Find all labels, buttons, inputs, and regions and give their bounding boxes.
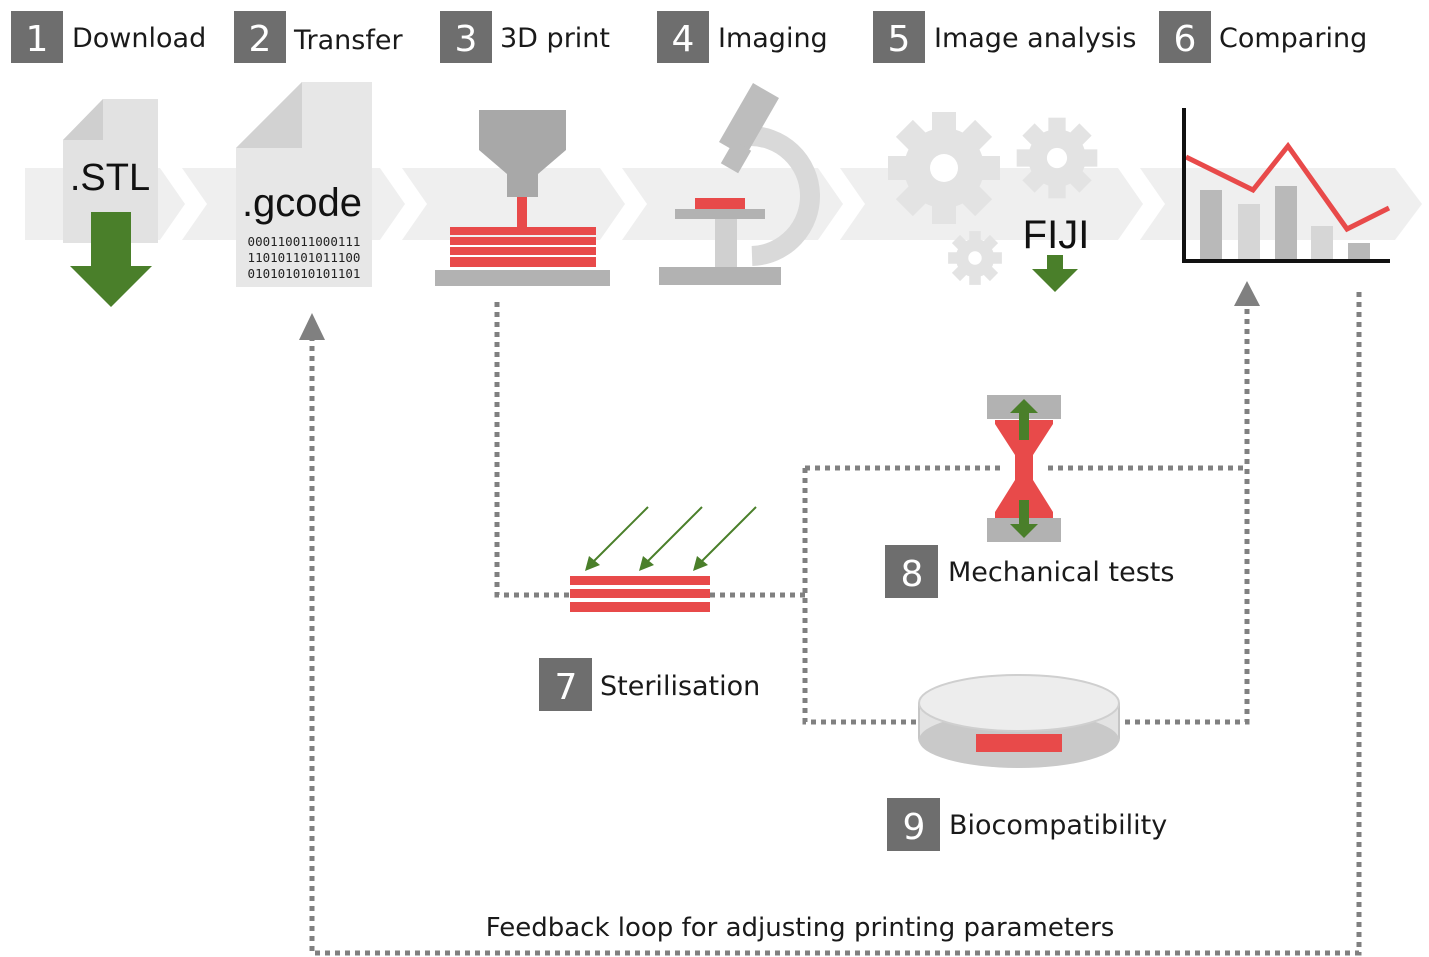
step-badge	[657, 11, 709, 63]
stl-file-icon: .STL	[63, 99, 158, 243]
microscope-icon	[659, 83, 820, 285]
step-header-8: 8 Mechanical tests	[885, 545, 1174, 598]
gcode-line: 110101101011100	[248, 250, 361, 265]
feedback-loop-label: Feedback loop for adjusting printing par…	[486, 913, 1115, 943]
step-number: 8	[901, 554, 924, 595]
step-badge	[11, 11, 63, 63]
arrowhead-up-icon	[299, 313, 325, 340]
arrowhead-up-icon	[1234, 281, 1260, 306]
comparison-chart-icon	[1182, 108, 1391, 263]
step-header-3: 3 3D print	[440, 11, 610, 63]
step-number: 9	[903, 807, 926, 848]
step-header-4: 4 Imaging	[657, 11, 828, 63]
gcode-line: 010101010101101	[248, 266, 361, 281]
step-header-6: 6 Comparing	[1159, 11, 1367, 63]
step-badge	[234, 11, 286, 63]
step-number: 3	[455, 19, 478, 60]
step-badge	[887, 798, 940, 851]
step-label: Image analysis	[934, 23, 1136, 54]
step-badge	[885, 545, 938, 598]
sterilisation-icon	[570, 506, 757, 612]
step-number: 5	[888, 19, 911, 60]
step-number: 1	[26, 19, 49, 60]
step-badge	[440, 11, 492, 63]
step-label: Comparing	[1219, 23, 1367, 54]
gcode-file-icon: .gcode 000110011000111 110101101011100 0…	[236, 82, 372, 287]
fiji-label: FIJI	[1023, 213, 1090, 257]
petri-dish-icon	[918, 674, 1120, 768]
gcode-line: 000110011000111	[248, 234, 361, 249]
printer-icon	[435, 110, 610, 286]
step-header-2: 2 Transfer	[234, 11, 403, 63]
step-badge	[873, 11, 925, 63]
connector-lines	[309, 292, 1362, 956]
stl-file-label: .STL	[70, 157, 150, 199]
step-label: Sterilisation	[600, 671, 760, 702]
step-badge	[539, 658, 592, 711]
step-number: 6	[1174, 19, 1197, 60]
step-label: Transfer	[293, 25, 403, 56]
step-number: 2	[249, 19, 272, 60]
step-label: Download	[72, 23, 206, 54]
step-label: Mechanical tests	[948, 557, 1174, 588]
step-header-9: 9 Biocompatibility	[887, 798, 1167, 851]
step-header-5: 5 Image analysis	[873, 11, 1136, 63]
step-label: 3D print	[500, 23, 610, 54]
download-arrow-icon	[70, 212, 152, 307]
step-number: 4	[672, 19, 695, 60]
gcode-file-label: .gcode	[242, 181, 362, 225]
fiji-download-arrow-icon	[1032, 255, 1078, 292]
step-label: Imaging	[718, 23, 828, 54]
step-label: Biocompatibility	[949, 810, 1167, 841]
step-number: 7	[555, 667, 578, 708]
step-header-7: 7 Sterilisation	[539, 658, 760, 711]
step-header-1: 1 Download	[11, 11, 206, 63]
tensile-specimen-icon	[987, 395, 1061, 542]
step-badge	[1159, 11, 1211, 63]
